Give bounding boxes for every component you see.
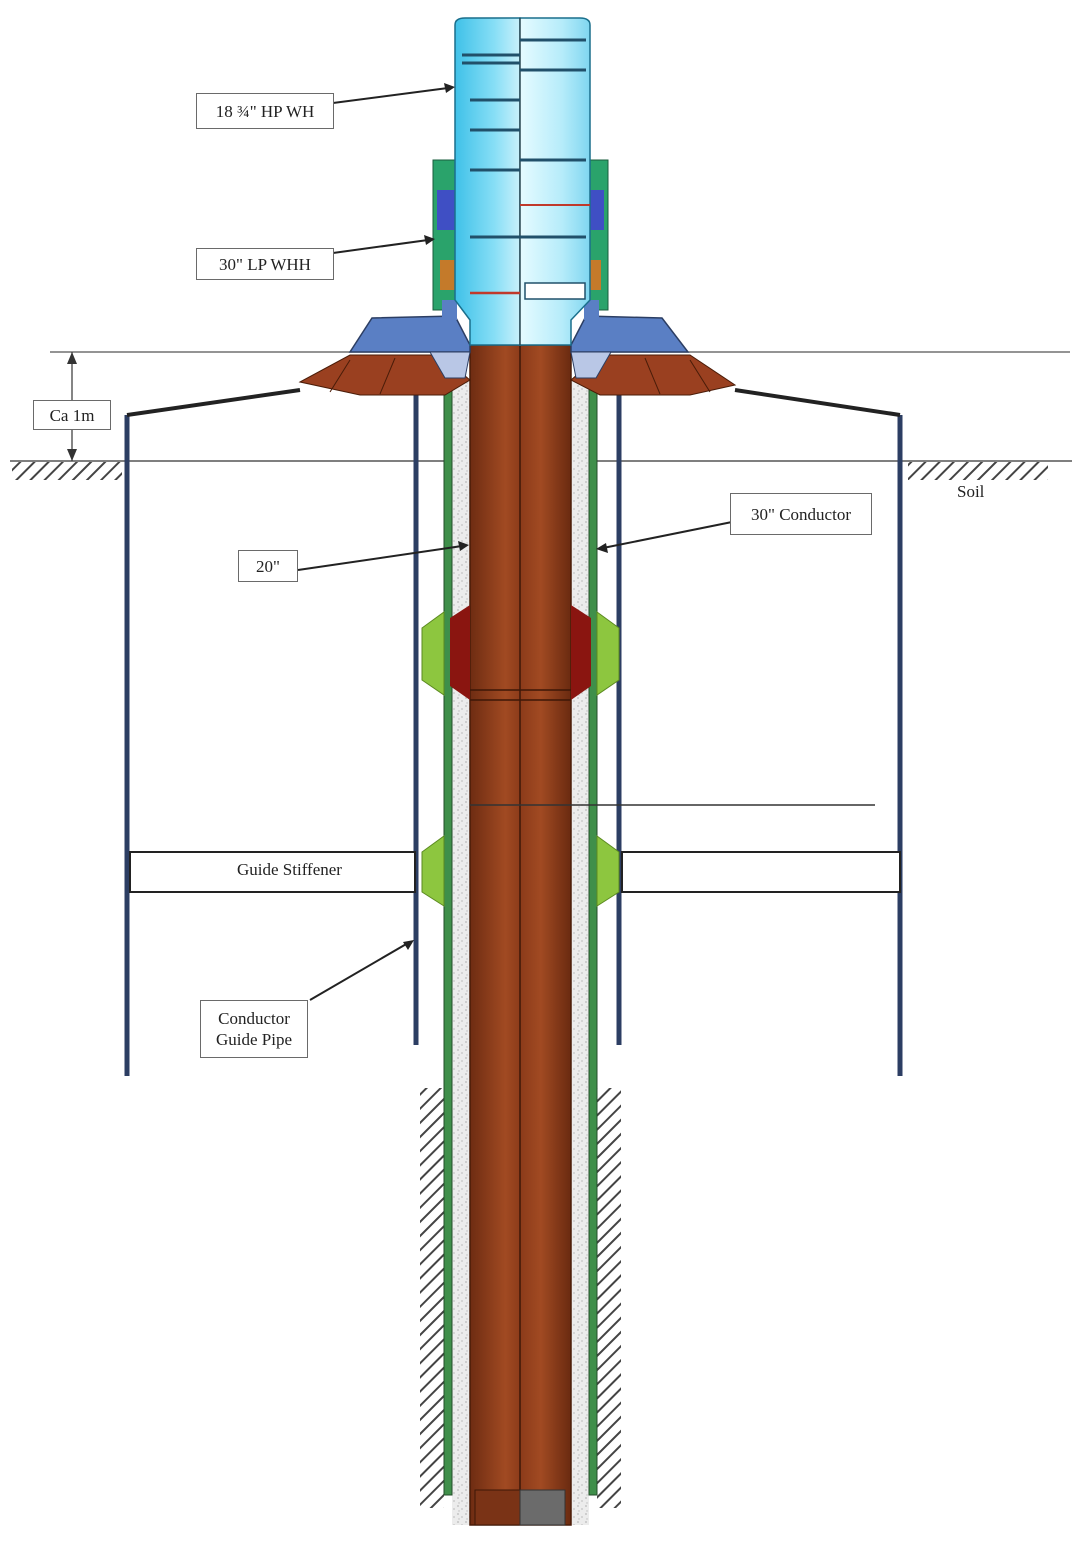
leader-20 xyxy=(297,541,469,571)
guide-stiffener xyxy=(129,851,901,893)
connector-upper xyxy=(421,605,620,700)
label-guide-pipe-line2: Guide Pipe xyxy=(215,1030,293,1049)
leader-guide-pipe xyxy=(309,940,414,1001)
label-ca-1m: Ca 1m xyxy=(33,400,111,430)
label-20-casing: 20" xyxy=(238,550,298,582)
casing-20 xyxy=(469,344,875,1526)
lp-wellhead-housing xyxy=(432,159,609,320)
label-soil: Soil xyxy=(957,482,985,501)
hp-wellhead xyxy=(454,17,591,346)
label-guide-stiffener: Guide Stiffener xyxy=(237,860,342,879)
leader-hp-wh xyxy=(332,83,455,104)
label-lp-whh: 30" LP WHH xyxy=(196,248,334,280)
centralizer-lower xyxy=(421,835,620,907)
label-guide-pipe-line1: Conductor xyxy=(218,1009,290,1028)
label-hp-wh: 18 ¾" HP WH xyxy=(196,93,334,129)
leader-30-conductor xyxy=(596,521,733,553)
leader-lp-whh xyxy=(332,235,435,254)
label-30-conductor: 30" Conductor xyxy=(730,493,872,535)
guide-base-fins xyxy=(298,354,737,396)
borehole-wall-hatching xyxy=(420,1088,621,1508)
label-conductor-guide-pipe: Conductor Guide Pipe xyxy=(200,1000,308,1058)
template-plate xyxy=(348,315,690,379)
conductor-guide-pipe-frame xyxy=(124,380,903,1076)
